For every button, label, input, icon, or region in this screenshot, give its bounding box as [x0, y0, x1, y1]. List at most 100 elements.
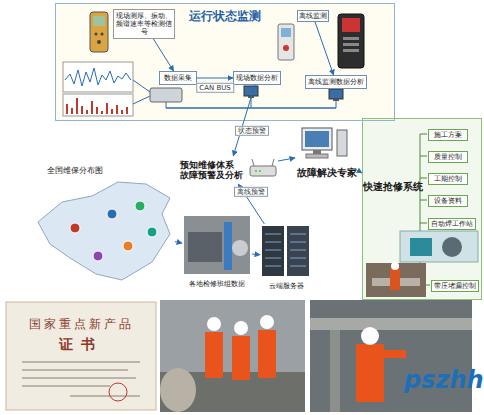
helmet	[260, 315, 274, 329]
helmet	[361, 327, 379, 345]
router-icon	[250, 159, 276, 176]
node-text: 预知维修体系 故障预警及分析	[180, 160, 278, 181]
expert-node: 故障解决专家	[295, 126, 359, 178]
chart-frame	[63, 94, 133, 116]
certificate-lines	[22, 362, 140, 396]
monitor	[329, 89, 343, 99]
process-box: 离线监测	[297, 10, 329, 22]
photo-bg	[184, 216, 250, 274]
seal	[109, 383, 127, 401]
device-key	[343, 37, 359, 40]
photo-bg	[400, 231, 478, 262]
led	[255, 170, 257, 172]
item-box: 施工方案	[428, 129, 468, 141]
meter-button	[95, 33, 98, 36]
stand	[333, 99, 339, 101]
item-box: 带压堵漏控制	[431, 280, 479, 292]
worker	[356, 344, 384, 402]
panel-fill	[55, 3, 395, 121]
node-text: 设备资料	[434, 197, 462, 205]
site-marker	[123, 241, 133, 251]
item-box: 设备资料	[428, 195, 468, 207]
certificate-bg	[6, 302, 156, 410]
worker	[390, 268, 400, 290]
monitor	[244, 86, 258, 96]
panel-fill	[362, 118, 482, 300]
meter-button	[101, 33, 104, 36]
node-text: 快速抢修系统	[363, 181, 423, 193]
valve	[232, 240, 248, 256]
wire	[251, 98, 252, 108]
pipe	[310, 318, 472, 330]
spectrum-bars	[67, 98, 127, 114]
node-text: 自动焊工作站	[431, 220, 473, 228]
pipe-end	[442, 237, 462, 257]
map-node: 全国维保分布图	[35, 166, 175, 286]
china-map	[38, 182, 170, 280]
worker	[232, 336, 250, 380]
wire	[133, 80, 150, 92]
process-box: 现场数据分析	[233, 71, 281, 85]
node-text: 工期控制	[434, 175, 462, 183]
pipe	[330, 330, 340, 412]
site-marker	[93, 251, 103, 261]
repair-photo	[310, 300, 472, 412]
node-text: 离线监测数据分析	[308, 78, 364, 86]
device-key	[343, 49, 359, 52]
connector-arrow	[197, 78, 233, 79]
stand	[248, 96, 254, 98]
stand	[313, 150, 321, 154]
server-node: 云端服务器	[260, 224, 312, 290]
workshop-photo	[184, 216, 250, 274]
connector-arrow	[315, 22, 333, 75]
photo-bg	[310, 300, 472, 412]
process-box: 离线监测数据分析	[305, 75, 367, 89]
rack-units	[265, 234, 306, 266]
waveform-chart	[63, 62, 133, 116]
worker	[205, 332, 223, 378]
node-text: 运行状态监测	[56, 10, 394, 24]
screen	[305, 131, 329, 147]
item-box: 质量控制	[428, 151, 468, 163]
node-text: 云端服务器	[269, 282, 304, 290]
router-body	[250, 166, 276, 176]
helmet	[207, 317, 221, 331]
pipe	[160, 368, 196, 412]
edge-label: CAN BUS	[196, 83, 234, 93]
server-rack	[262, 226, 309, 276]
site-marker	[135, 201, 145, 211]
arm	[384, 350, 406, 358]
expert-computer	[302, 128, 347, 158]
photo-node: 各地检修班组数据	[182, 214, 252, 288]
node-text: 施工方案	[434, 131, 462, 139]
node-text: 带压堵漏控制	[434, 282, 476, 290]
wire	[166, 102, 167, 108]
site-marker	[147, 227, 157, 237]
repair-panel: 快速抢修系统 施工方案质量控制工期控制设备资料自动焊工作站带压堵漏控制	[362, 118, 482, 300]
machine	[410, 238, 432, 256]
node-text: 全国维保分布图	[47, 166, 103, 175]
analysis-node: 预知维修体系 故障预警及分析	[180, 156, 278, 184]
node-text: 故障解决专家	[297, 167, 357, 179]
leak-control-photo	[366, 262, 426, 297]
photo-bg	[160, 300, 305, 412]
antenna	[272, 159, 274, 166]
connector-arrow	[153, 39, 173, 71]
process-box: 数据采集	[159, 71, 197, 85]
device-body	[278, 24, 294, 60]
meter-body	[90, 12, 108, 52]
offline-devices	[278, 14, 364, 68]
worker	[258, 330, 276, 378]
connector-arrow	[175, 242, 182, 244]
meter-screen	[93, 16, 105, 26]
machine	[188, 232, 222, 262]
antenna	[252, 159, 254, 166]
workers-photo	[160, 300, 305, 412]
photo-bg	[366, 263, 426, 297]
edge-label: 离线预警	[234, 187, 268, 197]
certificate-node: 国家重点新产品证书	[6, 302, 156, 410]
chart-frame	[63, 62, 133, 92]
logo-watermark: pszhh	[404, 366, 484, 394]
